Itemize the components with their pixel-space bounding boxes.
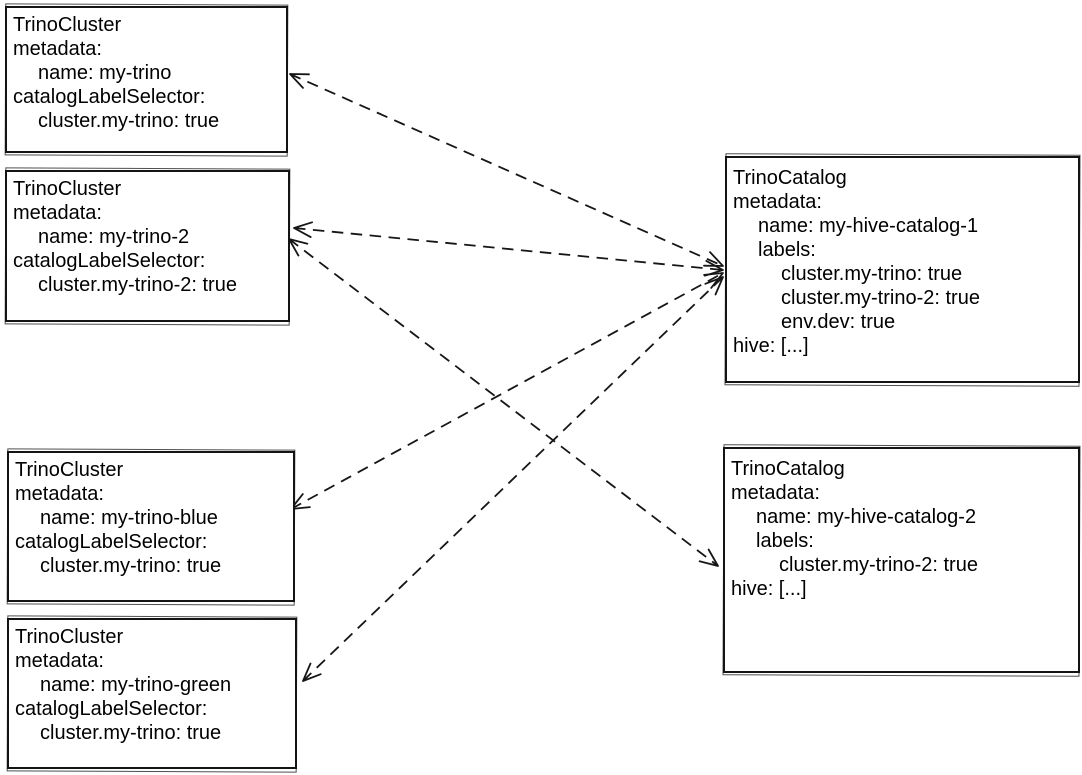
yaml-line: metadata: — [15, 650, 104, 672]
yaml-line: catalogLabelSelector: — [15, 531, 208, 553]
arrow-trino-cluster-my-trino-green--trino-catalog-my-hive-catalog-1 — [302, 276, 724, 682]
yaml-line: name: my-trino-blue — [40, 507, 218, 529]
yaml-line: env.dev: true — [781, 311, 896, 333]
node-kind: TrinoCatalog — [731, 458, 845, 480]
node-trinocluster-my-trino-2: TrinoCluster metadata: name: my-trino-2 … — [5, 170, 290, 322]
arrow-trino-cluster-my-trino-2--trino-catalog-my-hive-catalog-1 — [293, 221, 724, 277]
yaml-line: name: my-trino — [38, 62, 172, 84]
yaml-line: cluster.my-trino-2: true — [781, 287, 980, 309]
yaml-line: catalogLabelSelector: — [15, 698, 208, 720]
yaml-line: cluster.my-trino-2: true — [779, 554, 978, 576]
arrow-trino-cluster-my-trino-2--trino-catalog-my-hive-catalog-2 — [288, 238, 719, 567]
node-trinocluster-my-trino-green: TrinoCluster metadata: name: my-trino-gr… — [7, 618, 297, 769]
yaml-line: labels: — [758, 239, 816, 261]
yaml-line: cluster.my-trino: true — [40, 555, 222, 577]
node-kind: TrinoCatalog — [733, 167, 847, 189]
yaml-line: cluster.my-trino: true — [781, 263, 963, 285]
node-trinocluster-my-trino: TrinoCluster metadata: name: my-trino ca… — [5, 6, 288, 153]
node-trinocluster-my-trino-blue: TrinoCluster metadata: name: my-trino-bl… — [7, 451, 295, 602]
node-trinocatalog-my-hive-catalog-2: TrinoCatalog metadata: name: my-hive-cat… — [723, 447, 1080, 673]
arrow-trino-cluster-my-trino--trino-catalog-my-hive-catalog-1 — [289, 73, 724, 267]
yaml-line: name: my-trino-2 — [38, 226, 190, 248]
yaml-line: name: my-hive-catalog-1 — [758, 215, 979, 237]
node-kind: TrinoCluster — [13, 178, 122, 200]
arrow-trino-cluster-my-trino-blue--trino-catalog-my-hive-catalog-1 — [290, 272, 724, 510]
yaml-line: metadata: — [13, 202, 102, 224]
yaml-line: cluster.my-trino-2: true — [38, 274, 237, 296]
yaml-line: hive: [...] — [731, 578, 807, 600]
node-trinocatalog-my-hive-catalog-1: TrinoCatalog metadata: name: my-hive-cat… — [725, 156, 1080, 383]
yaml-line: cluster.my-trino: true — [40, 722, 222, 744]
yaml-line: metadata: — [15, 483, 104, 505]
node-kind: TrinoCluster — [15, 459, 124, 481]
yaml-line: catalogLabelSelector: — [13, 86, 206, 108]
yaml-line: cluster.my-trino: true — [38, 110, 220, 132]
node-kind: TrinoCluster — [15, 626, 124, 648]
yaml-line: name: my-trino-green — [40, 674, 232, 696]
yaml-line: labels: — [756, 530, 814, 552]
yaml-line: metadata: — [733, 191, 822, 213]
yaml-line: catalogLabelSelector: — [13, 250, 206, 272]
yaml-line: metadata: — [731, 482, 820, 504]
node-kind: TrinoCluster — [13, 14, 122, 36]
yaml-line: name: my-hive-catalog-2 — [756, 506, 977, 528]
yaml-line: metadata: — [13, 38, 102, 60]
yaml-line: hive: [...] — [733, 335, 809, 357]
